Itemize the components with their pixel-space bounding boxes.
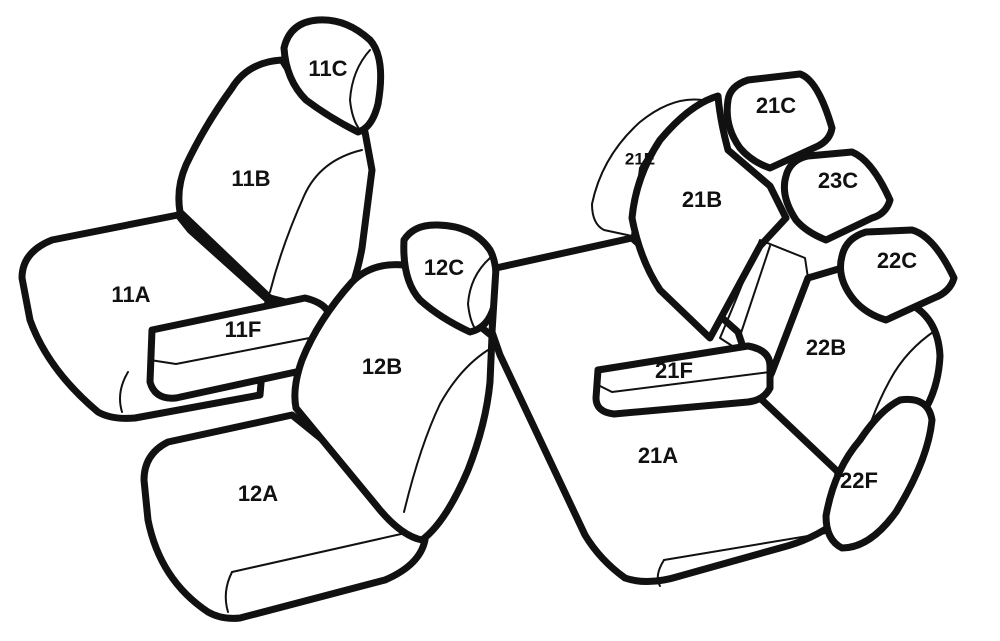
part-21A-side-trim xyxy=(656,559,665,587)
part-labels: 11C 11B 11A 11F 12C 12B 12A 21E 21C 21B … xyxy=(111,56,917,506)
part-12B-side-trim xyxy=(403,349,489,513)
label-21A: 21A xyxy=(638,443,678,468)
label-12A: 12A xyxy=(238,481,278,506)
label-23C: 23C xyxy=(818,168,858,193)
part-21F-edge xyxy=(595,371,771,393)
part-21A-front-trim xyxy=(663,531,833,561)
label-21C: 21C xyxy=(756,93,796,118)
part-12C-trim xyxy=(467,257,491,331)
part-21B-backrest[interactable] xyxy=(628,92,790,342)
label-22C: 22C xyxy=(877,248,917,273)
label-11B: 11B xyxy=(231,166,270,191)
label-22B: 22B xyxy=(806,335,846,360)
part-11F-edge xyxy=(149,333,331,365)
label-12B: 12B xyxy=(362,354,402,379)
part-12B-backrest[interactable] xyxy=(291,261,496,544)
part-23-center-inner xyxy=(739,245,771,337)
part-22F-bolster[interactable] xyxy=(822,395,936,552)
seat-rear-bench xyxy=(488,70,958,587)
part-12A-front-trim xyxy=(231,531,411,573)
part-11C-trim xyxy=(349,49,371,131)
label-22F: 22F xyxy=(840,468,878,493)
label-11F: 11F xyxy=(225,317,262,342)
label-21F: 21F xyxy=(655,358,693,383)
label-21B: 21B xyxy=(682,187,722,212)
part-23C-headrest[interactable] xyxy=(780,148,894,244)
part-21F-armrest[interactable] xyxy=(592,342,774,418)
part-11A-side-trim xyxy=(119,371,129,413)
part-11B-side-trim xyxy=(269,149,363,293)
label-11A: 11A xyxy=(111,282,150,307)
seat-11 xyxy=(18,16,385,422)
label-21E: 21E xyxy=(625,149,655,168)
part-21C-headrest[interactable] xyxy=(723,70,836,172)
label-11C: 11C xyxy=(308,56,347,81)
label-12C: 12C xyxy=(424,255,464,280)
part-12A-side-trim xyxy=(224,571,233,613)
part-22C-headrest[interactable] xyxy=(837,226,958,324)
part-11C-headrest[interactable] xyxy=(280,16,385,136)
